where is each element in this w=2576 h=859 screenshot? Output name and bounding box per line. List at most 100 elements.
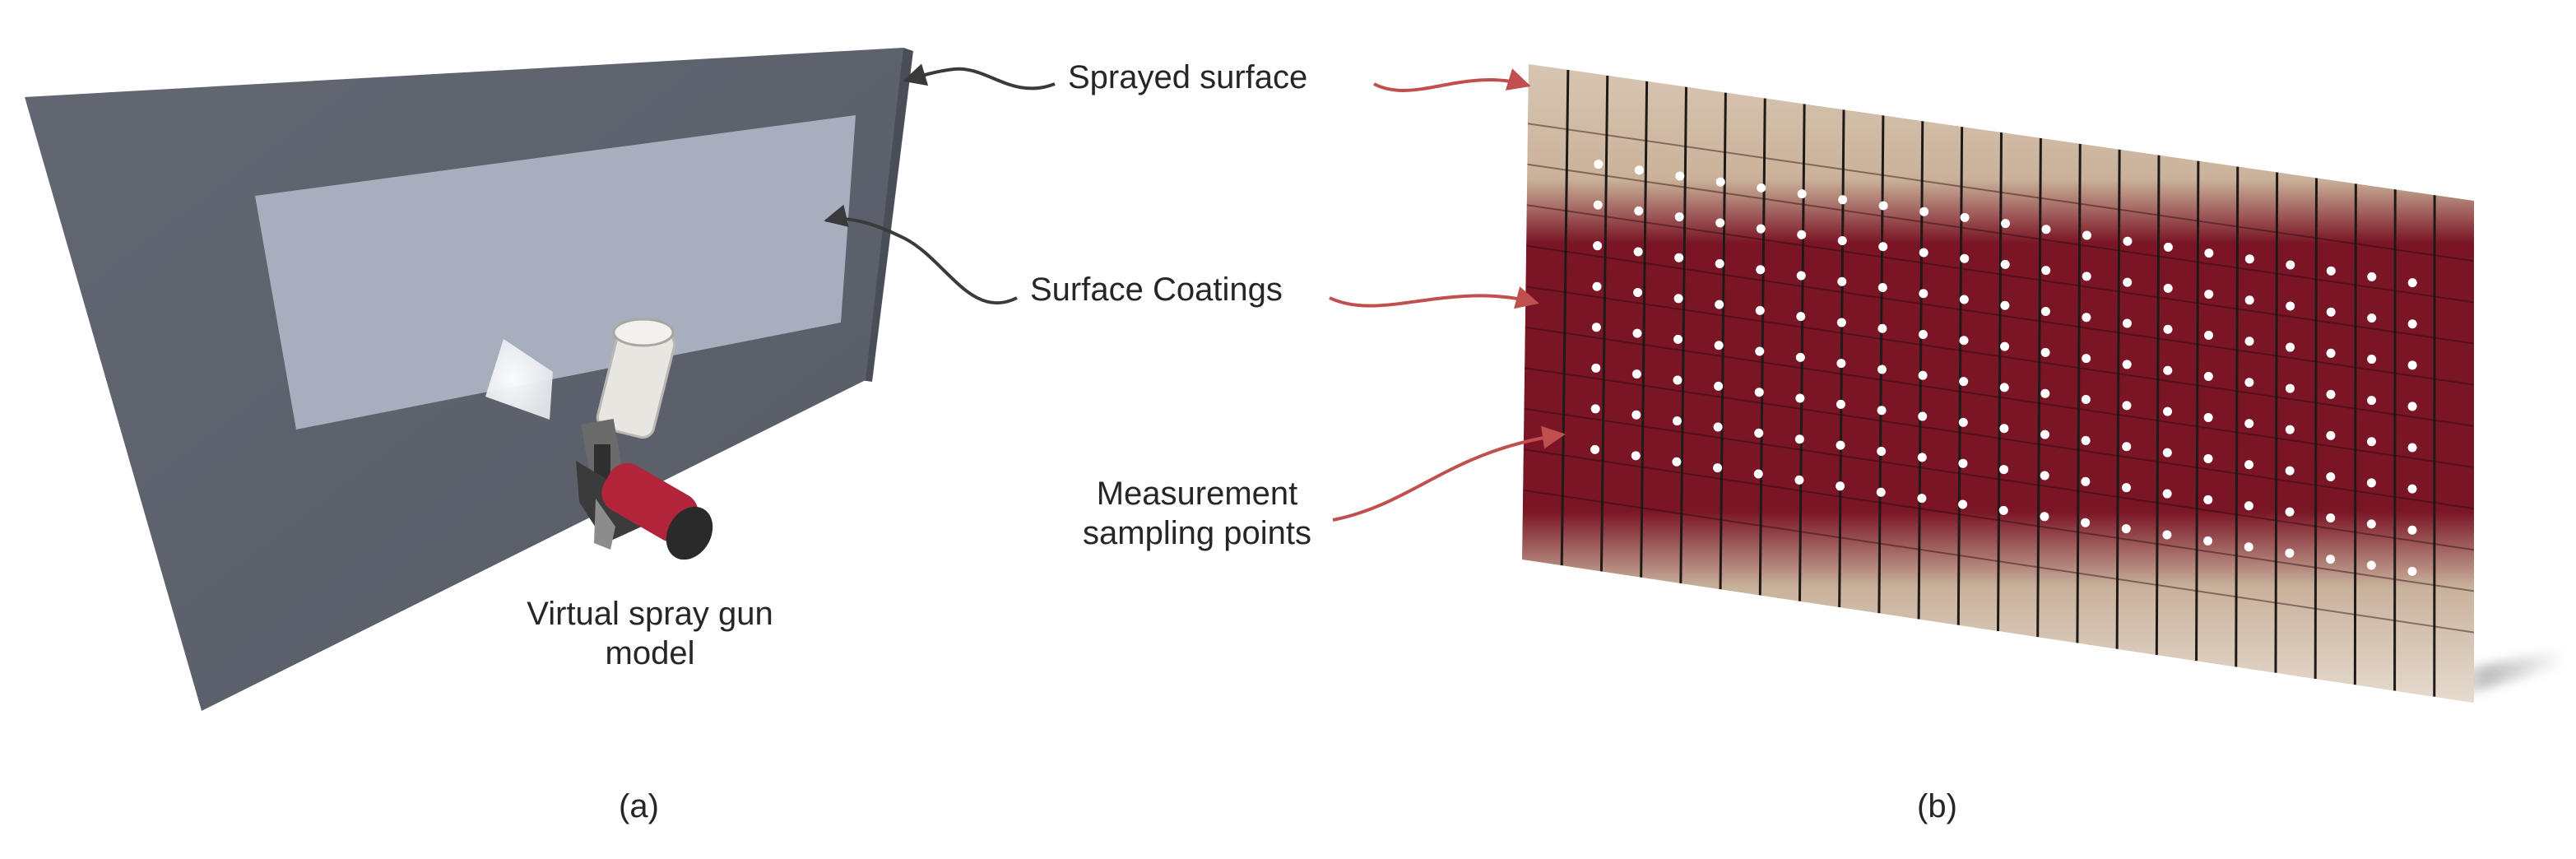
grid-stripe-line [2393, 189, 2397, 691]
sampling-point [1878, 242, 1888, 252]
sampling-point [1672, 457, 1682, 467]
sampling-point [2000, 259, 2010, 269]
sampling-point [2040, 347, 2050, 357]
virtual-spray-gun [576, 318, 713, 560]
panel-b-coated-specimen [1522, 64, 2565, 703]
callout-arrows [824, 63, 1566, 522]
sampling-point [2122, 318, 2132, 328]
sampling-point [2163, 283, 2173, 293]
sampling-point [2040, 512, 2049, 522]
sampling-point [2244, 501, 2253, 511]
sampling-point [2203, 495, 2213, 504]
sampling-point [1999, 465, 2009, 475]
sampling-point [1877, 364, 1887, 374]
grid-stripe-line [2076, 143, 2082, 643]
grid-stripe-line [2155, 155, 2161, 656]
sampling-point [1591, 323, 1601, 332]
sampling-point [1675, 171, 1685, 181]
sampling-point [1999, 424, 2009, 434]
caption-panel-a: (a) [619, 788, 659, 824]
sampling-point [2326, 430, 2336, 440]
grid-row-line [1525, 326, 2474, 468]
sampling-point [1917, 453, 1927, 462]
sampling-point [2081, 395, 2091, 405]
sampling-point [1593, 241, 1603, 251]
label-gun-line1: Virtual spray gun [527, 596, 773, 632]
sampling-point [1590, 404, 1600, 414]
sampling-point [1959, 295, 1969, 304]
sampling-point [2366, 478, 2376, 488]
sampling-point [1876, 487, 1886, 497]
sampling-point [1797, 189, 1807, 199]
sampling-point [2326, 389, 2336, 399]
sampling-point [2326, 348, 2336, 358]
sampling-point [1958, 499, 1968, 509]
sampling-point [2326, 513, 2336, 523]
arrow-sprayed-surface-b [1373, 68, 1531, 92]
sampling-point [2163, 324, 2173, 334]
sampling-point [2285, 425, 2295, 434]
grid-stripe-line [1758, 98, 1766, 596]
label-virtual-spray-gun: Virtual spray gun model [502, 594, 798, 673]
sampling-point [2285, 548, 2295, 558]
sampling-point [1631, 369, 1641, 379]
sampling-point [1714, 341, 1724, 351]
sampling-point [1918, 330, 1928, 340]
sampling-point [1757, 183, 1766, 193]
sampling-point [1917, 494, 1927, 504]
sampling-point [1958, 417, 1968, 427]
sampling-point [2000, 300, 2010, 310]
sampling-point [2122, 401, 2132, 411]
sampling-point [2163, 365, 2173, 375]
sampling-point [2082, 313, 2091, 323]
arrow-measurement-points [1332, 425, 1566, 522]
grid-row-line [1524, 367, 2474, 510]
sampling-point [1958, 458, 1968, 468]
sampling-point [2366, 519, 2376, 529]
sampling-point [2326, 555, 2336, 564]
sampling-point [2366, 560, 2376, 570]
grid-stripe-line [2195, 160, 2200, 662]
grid-stripe-line [1997, 132, 2003, 632]
sampling-point [1674, 253, 1684, 262]
callout-measurement-line1: Measurement [1096, 476, 1298, 512]
grid-row-line [1523, 448, 2474, 592]
sampling-point [2407, 360, 2417, 370]
sampling-point [1919, 207, 1929, 216]
sampling-point [1838, 195, 1848, 205]
grid-stripe-line [1798, 104, 1806, 601]
sampling-point [2162, 530, 2172, 540]
sampling-point [1795, 393, 1805, 403]
sampling-point [1715, 218, 1725, 228]
grid-stripe-line [1956, 127, 1964, 625]
sampling-point [2163, 242, 2173, 252]
sampling-point [2285, 383, 2295, 393]
sampling-point [1593, 200, 1603, 210]
sampling-point [1836, 359, 1846, 369]
sampling-point [1715, 177, 1725, 187]
grid-stripe-line [1719, 92, 1727, 590]
grid-row-line [1527, 163, 2474, 304]
sampling-point [1715, 299, 1724, 309]
sampling-point [1633, 247, 1643, 257]
sampling-point [2203, 536, 2213, 546]
grid-stripe-line [2314, 178, 2318, 680]
measurement-sampling-points [1590, 160, 2417, 576]
grid-row-line [1527, 123, 2474, 262]
sampling-point [1959, 336, 1969, 346]
sampling-point [1877, 282, 1887, 292]
sampling-point [1754, 428, 1764, 438]
sampling-point [2203, 372, 2213, 382]
sampling-point [1960, 253, 1970, 263]
grid-row-line [1526, 204, 2474, 345]
sampling-point [1919, 289, 1929, 299]
sampling-point [1837, 276, 1847, 286]
sampling-point [1878, 201, 1888, 211]
sampling-point [2366, 437, 2376, 447]
sampling-point [2367, 313, 2377, 323]
sampling-point [2123, 236, 2133, 246]
spray-cone [485, 339, 553, 420]
sampling-point [2082, 354, 2091, 364]
sampling-point [2407, 402, 2417, 411]
sampling-point [1755, 346, 1765, 356]
